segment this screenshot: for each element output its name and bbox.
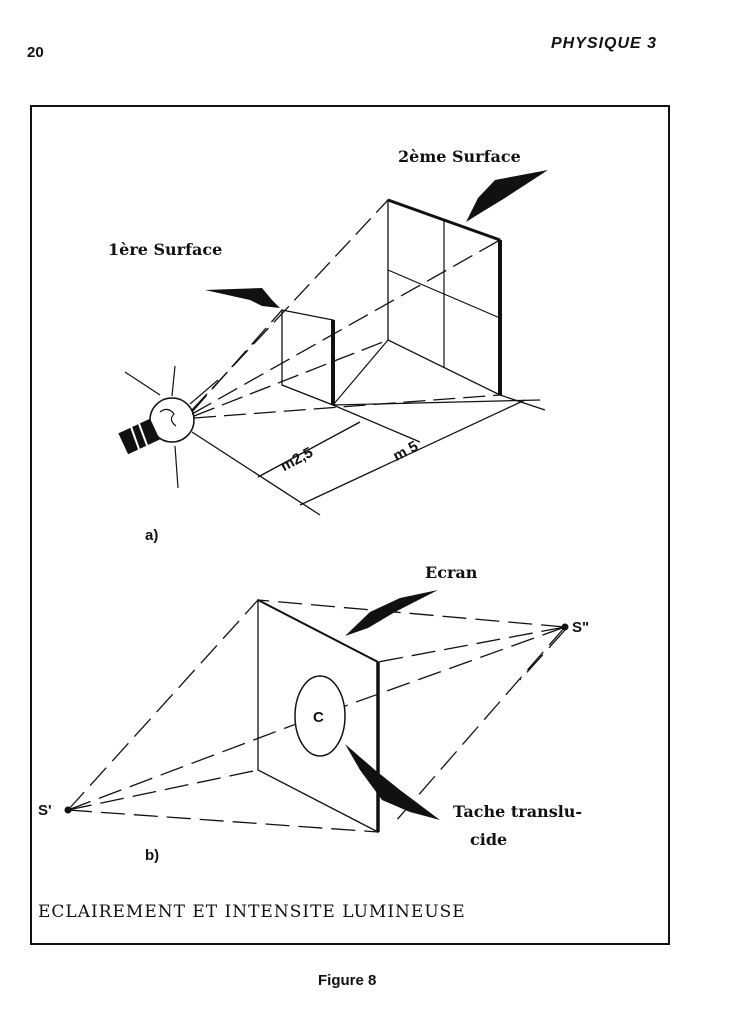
label-source2: S" — [572, 619, 589, 636]
screen — [257, 598, 380, 834]
first-surface — [281, 309, 335, 406]
label-surface2: 2ème Surface — [398, 147, 521, 166]
bulb-rays — [124, 365, 219, 489]
label-center: C — [313, 709, 324, 726]
source-s1 — [64, 806, 72, 814]
label-source1: S' — [38, 802, 52, 819]
arrow-surface1 — [205, 288, 280, 308]
label-surface1: 1ère Surface — [108, 240, 222, 259]
second-surface — [332, 198, 541, 406]
arrow-screen — [345, 590, 438, 636]
label-part-a: a) — [145, 527, 158, 544]
arrow-spot — [345, 744, 440, 820]
translucent-spot — [294, 675, 346, 757]
page-number: 20 — [27, 44, 44, 61]
figure-title: ECLAIREMENT ET INTENSITE LUMINEUSE — [38, 902, 466, 922]
light-rays-b — [67, 599, 566, 833]
label-part-b: b) — [145, 847, 159, 864]
source-s2 — [561, 623, 569, 631]
figure-frame — [30, 105, 670, 945]
label-spot-2: cide — [470, 830, 507, 849]
running-header: PHYSIQUE 3 — [551, 35, 658, 52]
label-distance-2-5: m2,5 — [278, 444, 316, 475]
arrow-surface2 — [466, 170, 548, 222]
label-screen: Ecran — [425, 563, 478, 582]
figure-caption: Figure 8 — [318, 972, 377, 989]
dimension-lines — [191, 394, 546, 516]
label-spot-1: Tache translu- — [453, 802, 582, 821]
light-rays-a — [191, 199, 501, 419]
bulb-icon — [118, 397, 195, 455]
